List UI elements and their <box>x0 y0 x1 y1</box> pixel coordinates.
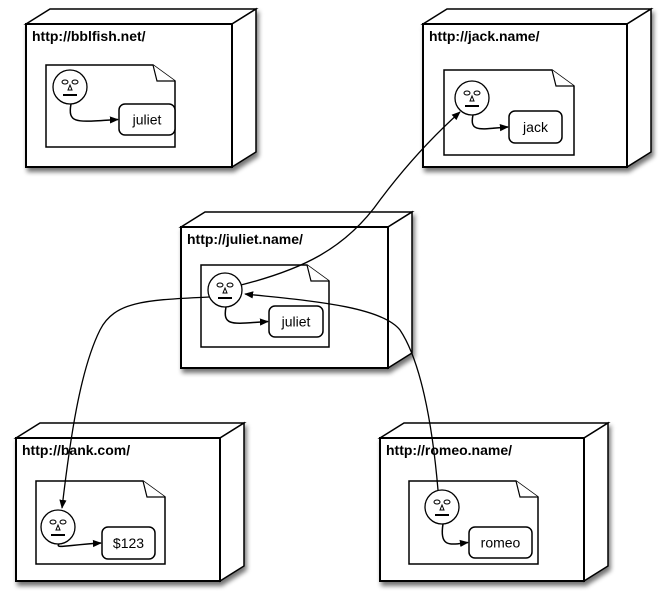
node-top-face <box>23 8 259 25</box>
node-top-face <box>13 422 247 439</box>
node-side-face <box>583 421 609 583</box>
edge-romeo-to-juliet <box>244 291 439 491</box>
edge-juliet-to-jack <box>240 111 461 286</box>
person-link-arrow <box>57 539 102 548</box>
person-name-label: juliet <box>132 112 162 128</box>
node-title: http://romeo.name/ <box>386 442 512 458</box>
node-top-face <box>178 211 415 228</box>
node-title: http://juliet.name/ <box>187 231 303 247</box>
node-top-face <box>420 8 654 25</box>
server-node-romeo: http://romeo.name/romeo <box>377 421 611 583</box>
server-node-juliet: http://juliet.name/juliet <box>178 210 415 370</box>
person-name-label: jack <box>522 119 549 135</box>
face-icon <box>424 489 460 525</box>
person-name-label: romeo <box>481 535 521 551</box>
face-icon <box>454 80 490 116</box>
face-icon <box>40 509 76 545</box>
server-node-jack: http://jack.name/jack <box>420 7 654 169</box>
node-title: http://bank.com/ <box>22 442 130 458</box>
person-link-arrow <box>69 103 119 124</box>
person-name-box <box>468 526 533 559</box>
person-name-box <box>508 110 563 144</box>
person-name-box <box>118 103 176 136</box>
person-name-box <box>101 526 156 560</box>
person-link-arrow <box>471 114 509 132</box>
person-name-box <box>268 305 324 338</box>
node-side-face <box>231 7 257 169</box>
face-icon <box>52 69 88 105</box>
person-name-label: $123 <box>113 535 144 551</box>
server-node-bank: http://bank.com/ $123 <box>13 421 247 583</box>
edge-juliet-to-bank <box>59 296 210 509</box>
person-link-arrow <box>224 306 269 326</box>
node-top-face <box>377 422 611 439</box>
person-name-label: juliet <box>281 314 311 330</box>
person-link-arrow <box>441 523 469 548</box>
node-title: http://jack.name/ <box>429 28 540 44</box>
node-title: http://bblfish.net/ <box>32 28 146 44</box>
node-side-face <box>626 7 652 169</box>
node-side-face <box>219 421 245 583</box>
face-icon <box>207 272 243 308</box>
server-node-bblfish: http://bblfish.net/juliet <box>23 7 259 169</box>
